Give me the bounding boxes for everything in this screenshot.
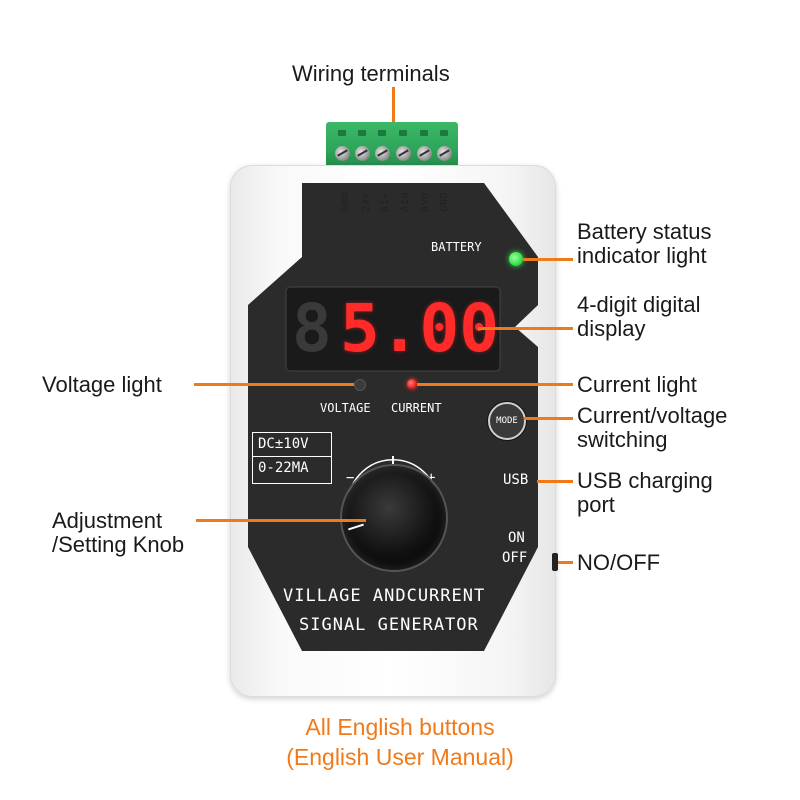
callout-line-mode [524,417,573,420]
callout-line-power [558,561,573,564]
battery-label: BATTERY [431,240,482,254]
terminal-slot [399,130,407,136]
adjustment-knob[interactable] [342,466,446,570]
terminal-slot [420,130,428,136]
current-label: CURRENT [391,401,442,415]
terminal-screw[interactable] [375,146,390,161]
callout-text: Battery status [577,219,712,244]
callout-text: Adjustment [52,508,163,533]
callout-text: /Setting Knob [52,532,185,557]
terminal-slot [338,130,346,136]
callout-usb-port: USB charging port [577,469,713,517]
terminal-label: 24V [361,192,372,212]
callout-digital-display: 4-digit digital display [577,293,701,341]
callout-text: Current/voltage [577,403,728,428]
device-title-line2: SIGNAL GENERATOR [299,615,479,635]
knob-plus-label: + [427,470,436,486]
callout-text: indicator light [577,243,707,268]
voltage-label: VOLTAGE [320,401,371,415]
knob-pointer [348,523,364,531]
wiring-terminal-block[interactable] [326,122,458,168]
callout-power: NO/OFF [577,550,661,575]
callout-knob: Adjustment /Setting Knob [52,509,184,557]
display-value: 5.00 [340,290,499,367]
terminal-label: GND [439,192,450,212]
caption-line2: (English User Manual) [286,744,514,770]
terminal-label: GND [340,192,351,212]
callout-wiring-terminals: Wiring terminals [292,61,450,86]
terminal-screw[interactable] [417,146,432,161]
knob-minus-label: − [346,470,355,486]
terminal-label: AIO [400,192,411,212]
callout-mode-switching: Current/voltage switching [577,404,727,452]
terminal-label: AVO [420,192,431,212]
callout-line-usb [537,480,573,483]
mode-button-label: MODE [496,416,518,426]
battery-status-led [509,252,523,266]
caption-line1: All English buttons [305,714,495,740]
terminal-screw[interactable] [355,146,370,161]
mode-button[interactable]: MODE [488,402,526,440]
range-current: 0-22MA [258,460,309,476]
callout-text: port [577,492,615,517]
range-voltage: DC±10V [253,433,331,457]
power-switch[interactable] [552,553,558,571]
terminal-slot [378,130,386,136]
callout-text: switching [577,427,668,452]
front-panel [248,183,538,651]
callout-line-battery [523,258,573,261]
device-title-line1: VILLAGE ANDCURRENT [283,586,486,606]
callout-text: display [577,316,646,341]
voltage-led [354,379,366,391]
terminal-label: AI+ [380,192,391,212]
on-label: ON [508,530,525,546]
terminal-slot [358,130,366,136]
callout-battery-status: Battery status indicator light [577,220,712,268]
usb-port-label[interactable]: USB [503,472,529,488]
callout-line-terminals [392,87,395,127]
display-ghost-digit: 8 [292,290,332,367]
terminal-labels: GND 24V AI+ AIO AVO GND [336,192,454,228]
callout-line-knob [196,519,366,522]
off-label: OFF [502,550,528,566]
callout-text: 4-digit digital [577,292,701,317]
callout-line-voltage [194,383,354,386]
terminal-screw[interactable] [437,146,452,161]
range-label-box: DC±10V 0-22MA [252,432,332,484]
callout-current-light: Current light [577,372,697,397]
terminal-screw[interactable] [396,146,411,161]
callout-line-display [478,327,573,330]
current-led [407,379,417,389]
callout-text: USB charging [577,468,713,493]
callout-voltage-light: Voltage light [42,372,162,397]
callout-line-current [417,383,573,386]
terminal-slot [440,130,448,136]
terminal-screw[interactable] [335,146,350,161]
